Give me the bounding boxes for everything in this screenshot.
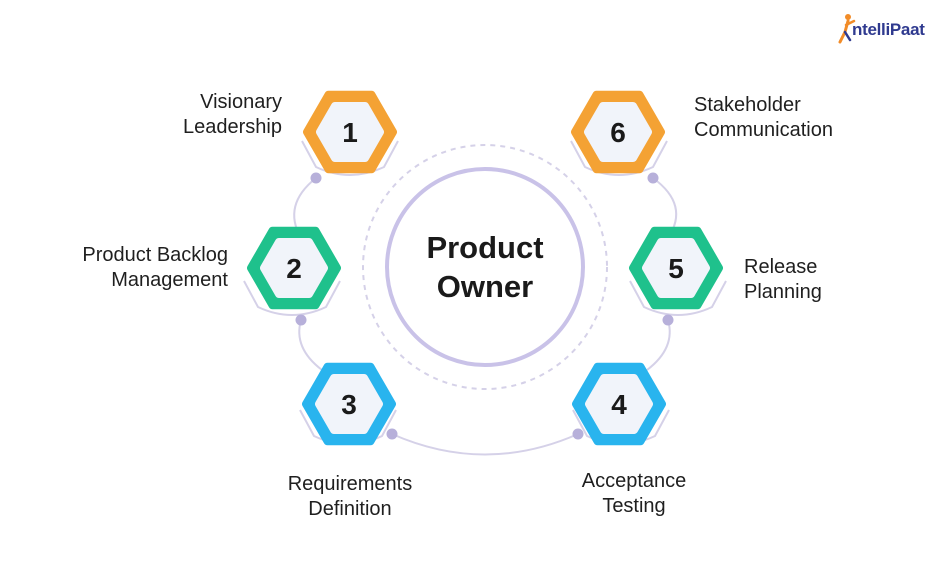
step-3-number: 3: [341, 389, 357, 420]
step-4-number: 4: [611, 389, 627, 420]
center-circle: [362, 144, 608, 390]
brand-logo: ntelliPaat: [836, 12, 940, 48]
hexagon-inner: [260, 238, 328, 298]
step-6-badge: 6: [571, 90, 665, 174]
step-6-number: 6: [610, 117, 626, 148]
center-dashed-ring: [362, 144, 608, 390]
step-1-label-line1: Visionary: [200, 91, 282, 113]
step-5-label-line1: Release: [744, 256, 818, 278]
connector-dot: [572, 428, 584, 440]
connector-dot: [386, 428, 398, 440]
bracket-line: [301, 140, 399, 176]
hexagon-inner: [585, 374, 653, 434]
hexagon-inner: [315, 374, 383, 434]
step-2-label: Product Backlog Management: [82, 243, 228, 293]
step-3-label: Requirements Definition: [260, 472, 440, 522]
step-1-label: Visionary Leadership: [183, 90, 282, 140]
step-5-label-line2: Planning: [744, 281, 822, 303]
step-3-label-line1: Requirements: [287, 473, 413, 495]
connector-line: [298, 319, 323, 371]
connector-dot: [295, 314, 307, 326]
step-5-label: Release Planning: [744, 255, 822, 305]
step-6-label-line2: Communication: [694, 119, 833, 141]
bracket-line: [570, 140, 668, 176]
step-4-label-line2: Testing: [602, 495, 666, 517]
step-1-number: 1: [342, 117, 358, 148]
hexagon-inner: [642, 238, 710, 298]
step-3-badge: 3: [302, 362, 396, 446]
step-2-badge: 2: [247, 226, 341, 310]
step-2-number: 2: [286, 253, 302, 284]
center-solid-ring: [385, 167, 585, 367]
hexagon-inner: [316, 102, 384, 162]
hexagon-inner: [584, 102, 652, 162]
connector-dot: [662, 314, 674, 326]
connector-dot: [310, 172, 322, 184]
center-title-line1: Product: [426, 230, 544, 265]
center-title-line2: Owner: [436, 269, 534, 304]
step-6-label: Stakeholder Communication: [694, 93, 833, 143]
step-4-label: Acceptance Testing: [544, 469, 724, 519]
step-3-label-line2: Definition: [308, 498, 392, 520]
center-title: Product Owner: [385, 228, 585, 306]
bracket-line: [243, 280, 341, 316]
step-5-badge: 5: [629, 226, 723, 310]
step-2-label-line1: Product Backlog: [82, 244, 228, 266]
brand-name: ntelliPaat: [852, 20, 925, 39]
connector-lines: [243, 140, 727, 456]
connector-dot: [647, 172, 659, 184]
bracket-line: [629, 280, 727, 316]
step-6-label-line1: Stakeholder: [694, 94, 801, 116]
brand-figure-icon: [838, 14, 856, 44]
step-5-number: 5: [668, 253, 684, 284]
connector-line: [646, 319, 671, 371]
step-4-badge: 4: [572, 362, 666, 446]
step-2-label-line2: Management: [111, 269, 228, 291]
step-1-label-line2: Leadership: [183, 116, 282, 138]
step-1-badge: 1: [303, 90, 397, 174]
step-badges: 1 2 3 4 5 6: [247, 90, 723, 446]
connector-line: [391, 433, 579, 456]
step-4-label-line1: Acceptance: [581, 470, 687, 492]
